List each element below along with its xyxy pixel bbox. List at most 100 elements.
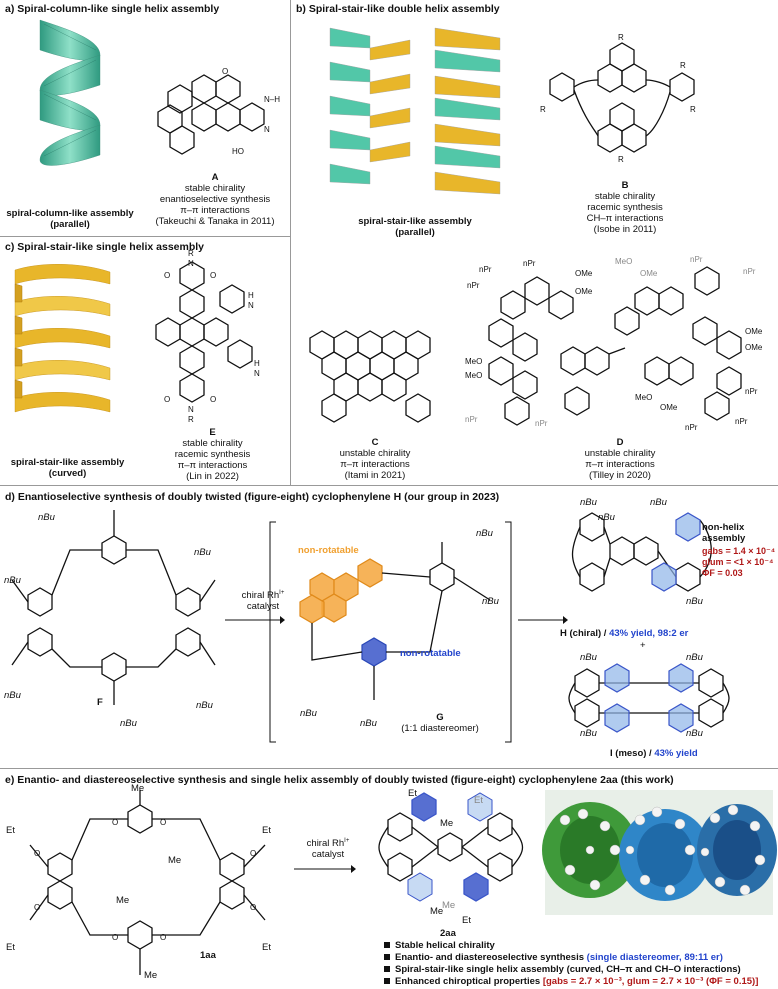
svg-text:O: O bbox=[160, 933, 166, 942]
svg-text:nPr: nPr bbox=[523, 259, 536, 268]
svg-text:N: N bbox=[264, 125, 270, 134]
compound-2aa-label: 2aa bbox=[440, 928, 456, 939]
svg-text:O: O bbox=[34, 849, 40, 858]
compound-g-structure bbox=[299, 542, 491, 700]
panel-a-assembly-caption: spiral-column-like assembly (parallel) bbox=[6, 208, 134, 230]
compound-h-nbu-2: nBu bbox=[650, 497, 667, 508]
compound-h-nbu-3: nBu bbox=[598, 512, 615, 523]
compound-g-nbu-4: nBu bbox=[360, 718, 377, 729]
svg-text:N: N bbox=[248, 301, 254, 310]
arrow-d-1 bbox=[225, 616, 285, 624]
1aa-et-2: Et bbox=[262, 825, 271, 836]
compound-h-label: H (chiral) / 43% yield, 98:2 er bbox=[560, 628, 689, 639]
svg-text:O: O bbox=[112, 818, 118, 827]
svg-text:HO: HO bbox=[232, 147, 244, 156]
compound-d-structure: nPr nPr nPr OMe OMe MeO MeO nPr nPr MeO … bbox=[465, 255, 763, 432]
panel-c-assembly-caption: spiral-stair-like assembly (curved) bbox=[10, 457, 125, 479]
svg-text:nPr: nPr bbox=[743, 267, 756, 276]
non-rotatable-orange: non-rotatable bbox=[298, 545, 359, 556]
svg-text:N: N bbox=[188, 405, 194, 414]
svg-text:N–H: N–H bbox=[264, 95, 280, 104]
props-values: gabs = 1.4 × 10⁻⁴ glum = <1 × 10⁻⁴ ΦF = … bbox=[702, 546, 776, 578]
compound-h-structure bbox=[571, 512, 712, 592]
panel-c-title: c) Spiral-stair-like single helix assemb… bbox=[5, 241, 205, 253]
panel-e-title: e) Enantio- and diastereoselective synth… bbox=[5, 774, 674, 786]
compound-d-caption: D unstable chirality π–π interactions (T… bbox=[584, 437, 656, 481]
svg-text:H: H bbox=[254, 359, 260, 368]
2aa-et-1: Et bbox=[408, 788, 417, 799]
compound-1aa-label: 1aa bbox=[200, 950, 216, 961]
svg-text:nPr: nPr bbox=[465, 415, 478, 424]
svg-text:MeO: MeO bbox=[615, 257, 632, 266]
svg-text:H: H bbox=[248, 291, 254, 300]
compound-e-structure: R N O O H N H N O O N R bbox=[155, 249, 260, 424]
bullet-1: Stable helical chirality bbox=[384, 940, 758, 952]
svg-text:MeO: MeO bbox=[465, 357, 482, 366]
compound-i-label: I (meso) / 43% yield bbox=[610, 748, 698, 759]
reagent-d: chiral RhI+ catalyst bbox=[241, 590, 285, 613]
compound-i-nbu-1: nBu bbox=[580, 652, 597, 663]
compound-g-nbu-3: nBu bbox=[300, 708, 317, 719]
1aa-me-2: Me bbox=[168, 855, 182, 866]
svg-text:nPr: nPr bbox=[745, 387, 758, 396]
svg-text:R: R bbox=[540, 105, 546, 114]
svg-text:O: O bbox=[222, 67, 228, 76]
bracket-g bbox=[269, 521, 512, 743]
crystal-packing-image bbox=[542, 790, 777, 915]
panel-b-assembly-caption: spiral-stair-like assembly (parallel) bbox=[358, 216, 472, 238]
1aa-me-1: Me bbox=[131, 783, 145, 794]
curved-stair-helix bbox=[14, 264, 111, 413]
svg-text:nPr: nPr bbox=[467, 281, 480, 290]
svg-text:R: R bbox=[188, 249, 194, 258]
compound-a-structure: O N–H N HO bbox=[157, 67, 280, 156]
svg-text:OMe: OMe bbox=[640, 269, 658, 278]
compound-i-nbu-2: nBu bbox=[686, 652, 703, 663]
divider-top bbox=[0, 236, 290, 237]
compound-i-structure bbox=[568, 663, 730, 733]
svg-text:R: R bbox=[618, 155, 624, 164]
svg-text:OMe: OMe bbox=[745, 343, 763, 352]
compound-h-nbu-1: nBu bbox=[580, 497, 597, 508]
2aa-et-3: Et bbox=[462, 915, 471, 926]
svg-text:O: O bbox=[250, 849, 256, 858]
1aa-me-4: Me bbox=[144, 970, 158, 981]
panel-b-caption: B stable chirality racemic synthesis CH–… bbox=[586, 180, 664, 235]
2aa-me-2: Me bbox=[442, 900, 456, 911]
spiral-column-helix bbox=[39, 19, 101, 166]
compound-c-structure bbox=[309, 330, 431, 423]
svg-text:OMe: OMe bbox=[575, 269, 593, 278]
compound-g-label: G (1:1 diastereomer) bbox=[401, 712, 479, 734]
compound-f-label: F bbox=[97, 697, 103, 708]
compound-f-nbu-2: nBu bbox=[194, 547, 211, 558]
svg-text:nPr: nPr bbox=[535, 419, 548, 428]
reagent-e: chiral RhI+ catalyst bbox=[306, 838, 350, 861]
compound-2aa-structure bbox=[378, 792, 524, 902]
arrow-e bbox=[294, 865, 356, 873]
compound-i-nbu-4: nBu bbox=[686, 728, 703, 739]
double-helix-stair-1 bbox=[329, 27, 411, 185]
2aa-et-2: Et bbox=[474, 795, 483, 806]
bullet-4: Enhanced chiroptical properties [gabs = … bbox=[384, 976, 758, 988]
non-rotatable-blue: non-rotatable bbox=[400, 648, 461, 659]
compound-f-nbu-6: nBu bbox=[120, 718, 137, 729]
svg-text:N: N bbox=[188, 259, 194, 268]
plus-sign: + bbox=[640, 640, 646, 651]
svg-text:nPr: nPr bbox=[735, 417, 748, 426]
compound-c-caption: C unstable chirality π–π interactions (I… bbox=[339, 437, 411, 481]
compound-f-nbu-5: nBu bbox=[196, 700, 213, 711]
2aa-me-1: Me bbox=[440, 818, 454, 829]
divider-e bbox=[0, 768, 778, 769]
svg-text:O: O bbox=[112, 933, 118, 942]
double-helix-stair-2 bbox=[434, 27, 501, 195]
compound-g-nbu-1: nBu bbox=[476, 528, 493, 539]
compound-f-nbu-4: nBu bbox=[4, 690, 21, 701]
compound-f-nbu-3: nBu bbox=[4, 575, 21, 586]
panel-d-title: d) Enantioselective synthesis of doubly … bbox=[5, 491, 500, 503]
svg-text:O: O bbox=[164, 395, 170, 404]
svg-text:MeO: MeO bbox=[465, 371, 482, 380]
divider-vertical bbox=[290, 0, 291, 485]
svg-text:O: O bbox=[160, 818, 166, 827]
compound-1aa-structure: O O O O O O O O bbox=[29, 790, 266, 975]
1aa-et-4: Et bbox=[262, 942, 271, 953]
compound-b-structure: R R R R R bbox=[540, 33, 696, 164]
